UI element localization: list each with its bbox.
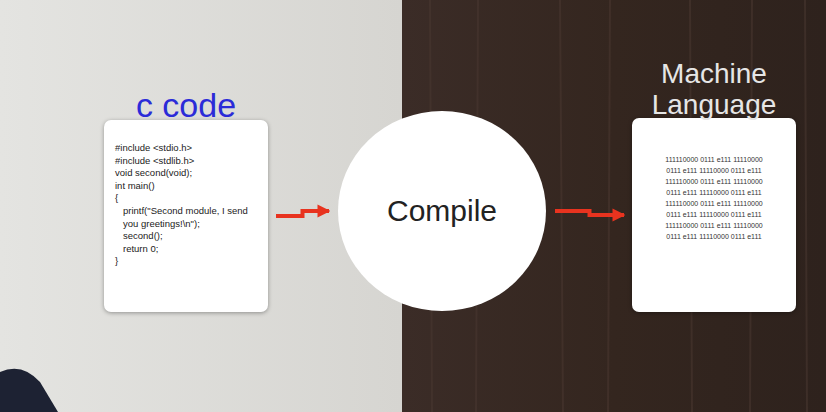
code-line: 0111 e111 11110000 0111 e111 <box>638 165 790 176</box>
heading: Machine Language <box>628 58 800 125</box>
code-line: 0111 e111 11110000 0111 e111 <box>638 187 790 198</box>
text-area: #include <stdio.h>#include <stdlib.h>voi… <box>104 120 268 278</box>
compile-circle: Compile <box>337 110 547 312</box>
code-line: 111110000 0111 e111 11110000 <box>638 198 790 209</box>
text-area: 111110000 0111 e111 111100000111 e111 11… <box>632 118 796 252</box>
process-label: Compile <box>387 194 497 228</box>
code-line: second(); <box>115 230 260 243</box>
code-line: printf("Second module, I send you greeti… <box>115 205 260 230</box>
machine-code-box: 111110000 0111 e111 111100000111 e111 11… <box>632 118 796 312</box>
code-line: } <box>115 255 260 268</box>
code-line: return 0; <box>115 243 260 256</box>
presenter-shoulder <box>0 369 58 412</box>
flow-arrow <box>276 211 329 216</box>
text-area: Compile <box>387 194 497 228</box>
heading: c code <box>104 86 268 128</box>
flow-arrow <box>555 211 624 215</box>
code-line: int main() <box>115 180 260 193</box>
code-line: 111110000 0111 e111 11110000 <box>638 176 790 187</box>
code-line: 0111 e111 11110000 0111 e111 <box>638 209 790 220</box>
circle-shape <box>338 111 546 311</box>
code-line: { <box>115 192 260 205</box>
code-line: #include <stdlib.h> <box>115 155 260 168</box>
code-box: #include <stdio.h>#include <stdlib.h>voi… <box>104 120 268 312</box>
code-line: 111110000 0111 e111 11110000 <box>638 220 790 231</box>
code-line: 0111 e111 11110000 0111 e111 <box>638 231 790 242</box>
code-line: 111110000 0111 e111 11110000 <box>638 154 790 165</box>
code-line: void second(void); <box>115 167 260 180</box>
code-line: #include <stdio.h> <box>115 142 260 155</box>
